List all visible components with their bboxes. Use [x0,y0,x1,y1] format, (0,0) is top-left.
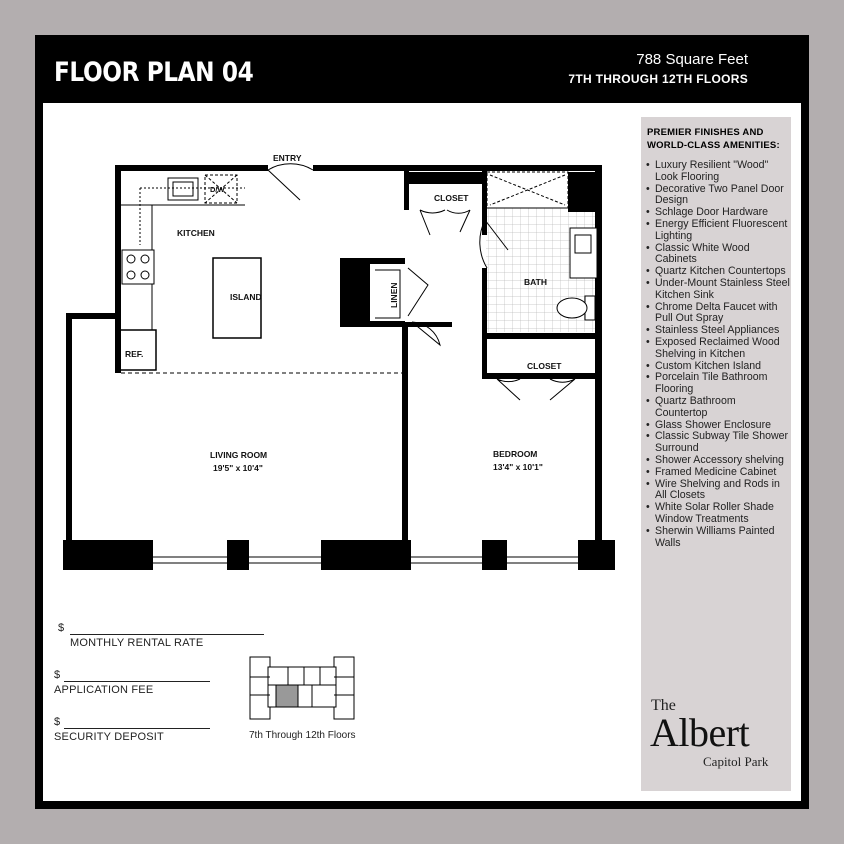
amenity-item: Porcelain Tile Bathroom Flooring [646,372,791,396]
walls [63,165,615,570]
header-bar: FLOOR PLAN 04 788 Square Feet 7TH THROUG… [35,35,809,103]
brand-logo: Albert [650,710,750,755]
label-island: ISLAND [230,292,262,302]
kitchen-counters [117,174,402,374]
amenities-panel: PREMIER FINISHES AND WORLD-CLASS AMENITI… [641,117,791,791]
label-kitchen: KITCHEN [177,228,215,238]
amenity-item: Shower Accessory shelving [646,454,791,467]
fee-line [64,728,210,729]
label-dw: D/W [210,185,226,194]
label-closet-bed: CLOSET [527,361,562,371]
currency-symbol: $ [58,622,65,634]
label-entry: ENTRY [273,153,302,163]
label-ref: REF. [125,349,143,359]
application-fee-label: APPLICATION FEE [54,684,154,696]
label-linen: LINEN [389,283,399,309]
amenity-item: Schlage Door Hardware [646,206,791,219]
label-bedroom-dims: 13'4" x 10'1" [493,462,543,472]
highlighted-unit [275,684,299,708]
floor-plan: ENTRY D/W CLOSET KITCHEN ISLAND LINEN BA… [63,153,615,570]
amenity-item: Wire Shelving and Rods in All Closets [646,478,791,503]
amenity-item: Quartz Bathroom Countertop [646,395,791,420]
amenity-item: White Solar Roller Shade Window Treatmen… [646,501,791,526]
currency-symbol: $ [54,669,61,681]
monthly-rental-label: MONTHLY RENTAL RATE [70,637,204,649]
label-closet-top: CLOSET [434,193,469,203]
amenities-list: Luxury Resilient "Wood" Look FlooringDec… [646,159,791,550]
amenity-item: Custom Kitchen Island [646,360,791,373]
doors [267,163,576,401]
label-living-dims: 19'5" x 10'4" [213,463,263,473]
amenity-item: Chrome Delta Faucet with Pull Out Spray [646,301,791,326]
amenity-item: Luxury Resilient "Wood" Look Flooring [646,159,791,184]
floors-label: 7TH THROUGH 12TH FLOORS [568,72,748,86]
bath-fixtures [486,171,598,321]
amenity-item: Sherwin Williams Painted Walls [646,525,791,550]
brand-subtitle: Capitol Park [703,754,769,769]
key-plan [249,656,355,720]
amenity-item: Classic White Wood Cabinets [646,242,791,267]
amenity-item: Under-Mount Stainless Steel Kitchen Sink [646,277,791,302]
key-plan-label: 7th Through 12th Floors [249,730,356,741]
amenity-item: Framed Medicine Cabinet [646,466,791,479]
fee-line [70,634,264,635]
amenities-heading: PREMIER FINISHES AND WORLD-CLASS AMENITI… [647,127,780,151]
security-deposit-label: SECURITY DEPOSIT [54,731,164,743]
amenity-item: Glass Shower Enclosure [646,419,791,432]
amenity-item: Exposed Reclaimed Wood Shelving in Kitch… [646,336,791,361]
brand-the: The [651,697,676,714]
amenity-item: Quartz Kitchen Countertops [646,265,791,278]
amenity-item: Energy Efficient Fluorescent Lighting [646,218,791,243]
label-living-room: LIVING ROOM [210,450,267,460]
label-bath: BATH [524,277,547,287]
windows [153,556,578,564]
label-bedroom: BEDROOM [493,449,537,459]
page-title: FLOOR PLAN 04 [54,57,254,88]
square-feet: 788 Square Feet [636,51,748,68]
amenity-item: Classic Subway Tile Shower Surround [646,431,791,455]
amenity-item: Stainless Steel Appliances [646,324,791,337]
amenity-item: Decorative Two Panel Door Design [646,183,791,208]
fee-line [64,681,210,682]
currency-symbol: $ [54,716,61,728]
